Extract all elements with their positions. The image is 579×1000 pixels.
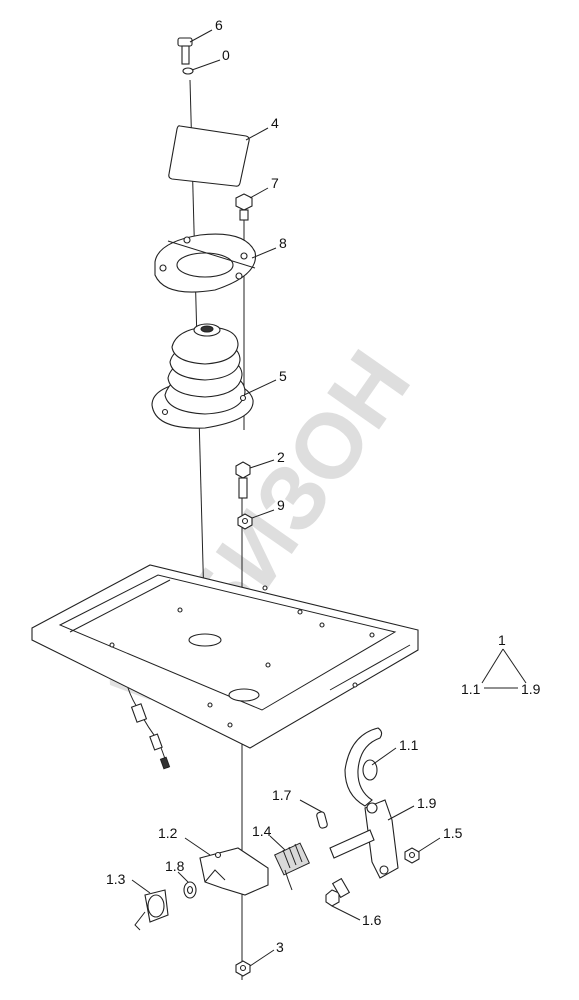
part-1-5-nut (404, 847, 420, 864)
part-1-6-bolt (325, 877, 351, 907)
callout-8: 8 (279, 235, 287, 251)
callout-0: 0 (222, 47, 230, 63)
part-3-nut (235, 960, 251, 977)
callout-1-7: 1.7 (272, 787, 292, 803)
part-7-bolt (235, 193, 253, 221)
callout-1-5: 1.5 (443, 825, 463, 841)
part-6-screw (177, 37, 193, 65)
callout-7: 7 (271, 175, 279, 191)
part-1-4-spring (273, 842, 311, 891)
leader-lines (131, 29, 441, 967)
callout-5: 5 (279, 368, 287, 384)
callout-1-8: 1.8 (165, 858, 185, 874)
wire-harness (127, 687, 171, 770)
callout-labels: 6 0 4 7 8 5 2 9 3 1.1 1.9 1.7 1.4 1.2 1.… (106, 17, 463, 955)
part-4-pad (168, 125, 250, 187)
callout-1-9: 1.9 (417, 795, 437, 811)
legend-left: 1.1 (461, 681, 481, 697)
part-1-1-lever-handle (344, 727, 383, 807)
callout-1-1: 1.1 (399, 737, 419, 753)
part-1-9-lever-arm (329, 799, 399, 879)
callout-3: 3 (276, 939, 284, 955)
callout-1-4: 1.4 (252, 823, 272, 839)
legend-top: 1 (498, 632, 506, 648)
floor-panel (31, 564, 419, 749)
part-2-bolt (235, 461, 251, 499)
part-1-3-switch (134, 889, 169, 931)
part-1-7-pin (316, 811, 328, 829)
part-1-2-bracket (199, 847, 269, 896)
callout-1-2: 1.2 (158, 825, 178, 841)
part-9-nut (237, 513, 253, 530)
callout-9: 9 (277, 497, 285, 513)
part-8-flange (154, 233, 257, 293)
callout-1-3: 1.3 (106, 871, 126, 887)
callout-4: 4 (271, 115, 279, 131)
callout-1-6: 1.6 (362, 912, 382, 928)
part-5-boot (151, 323, 254, 429)
assembly-legend: 1 1.1 1.9 (461, 632, 541, 697)
callout-6: 6 (215, 17, 223, 33)
callout-2: 2 (277, 449, 285, 465)
part-0-washer (182, 67, 194, 75)
legend-right: 1.9 (521, 681, 541, 697)
part-1-8-washer (183, 881, 197, 899)
